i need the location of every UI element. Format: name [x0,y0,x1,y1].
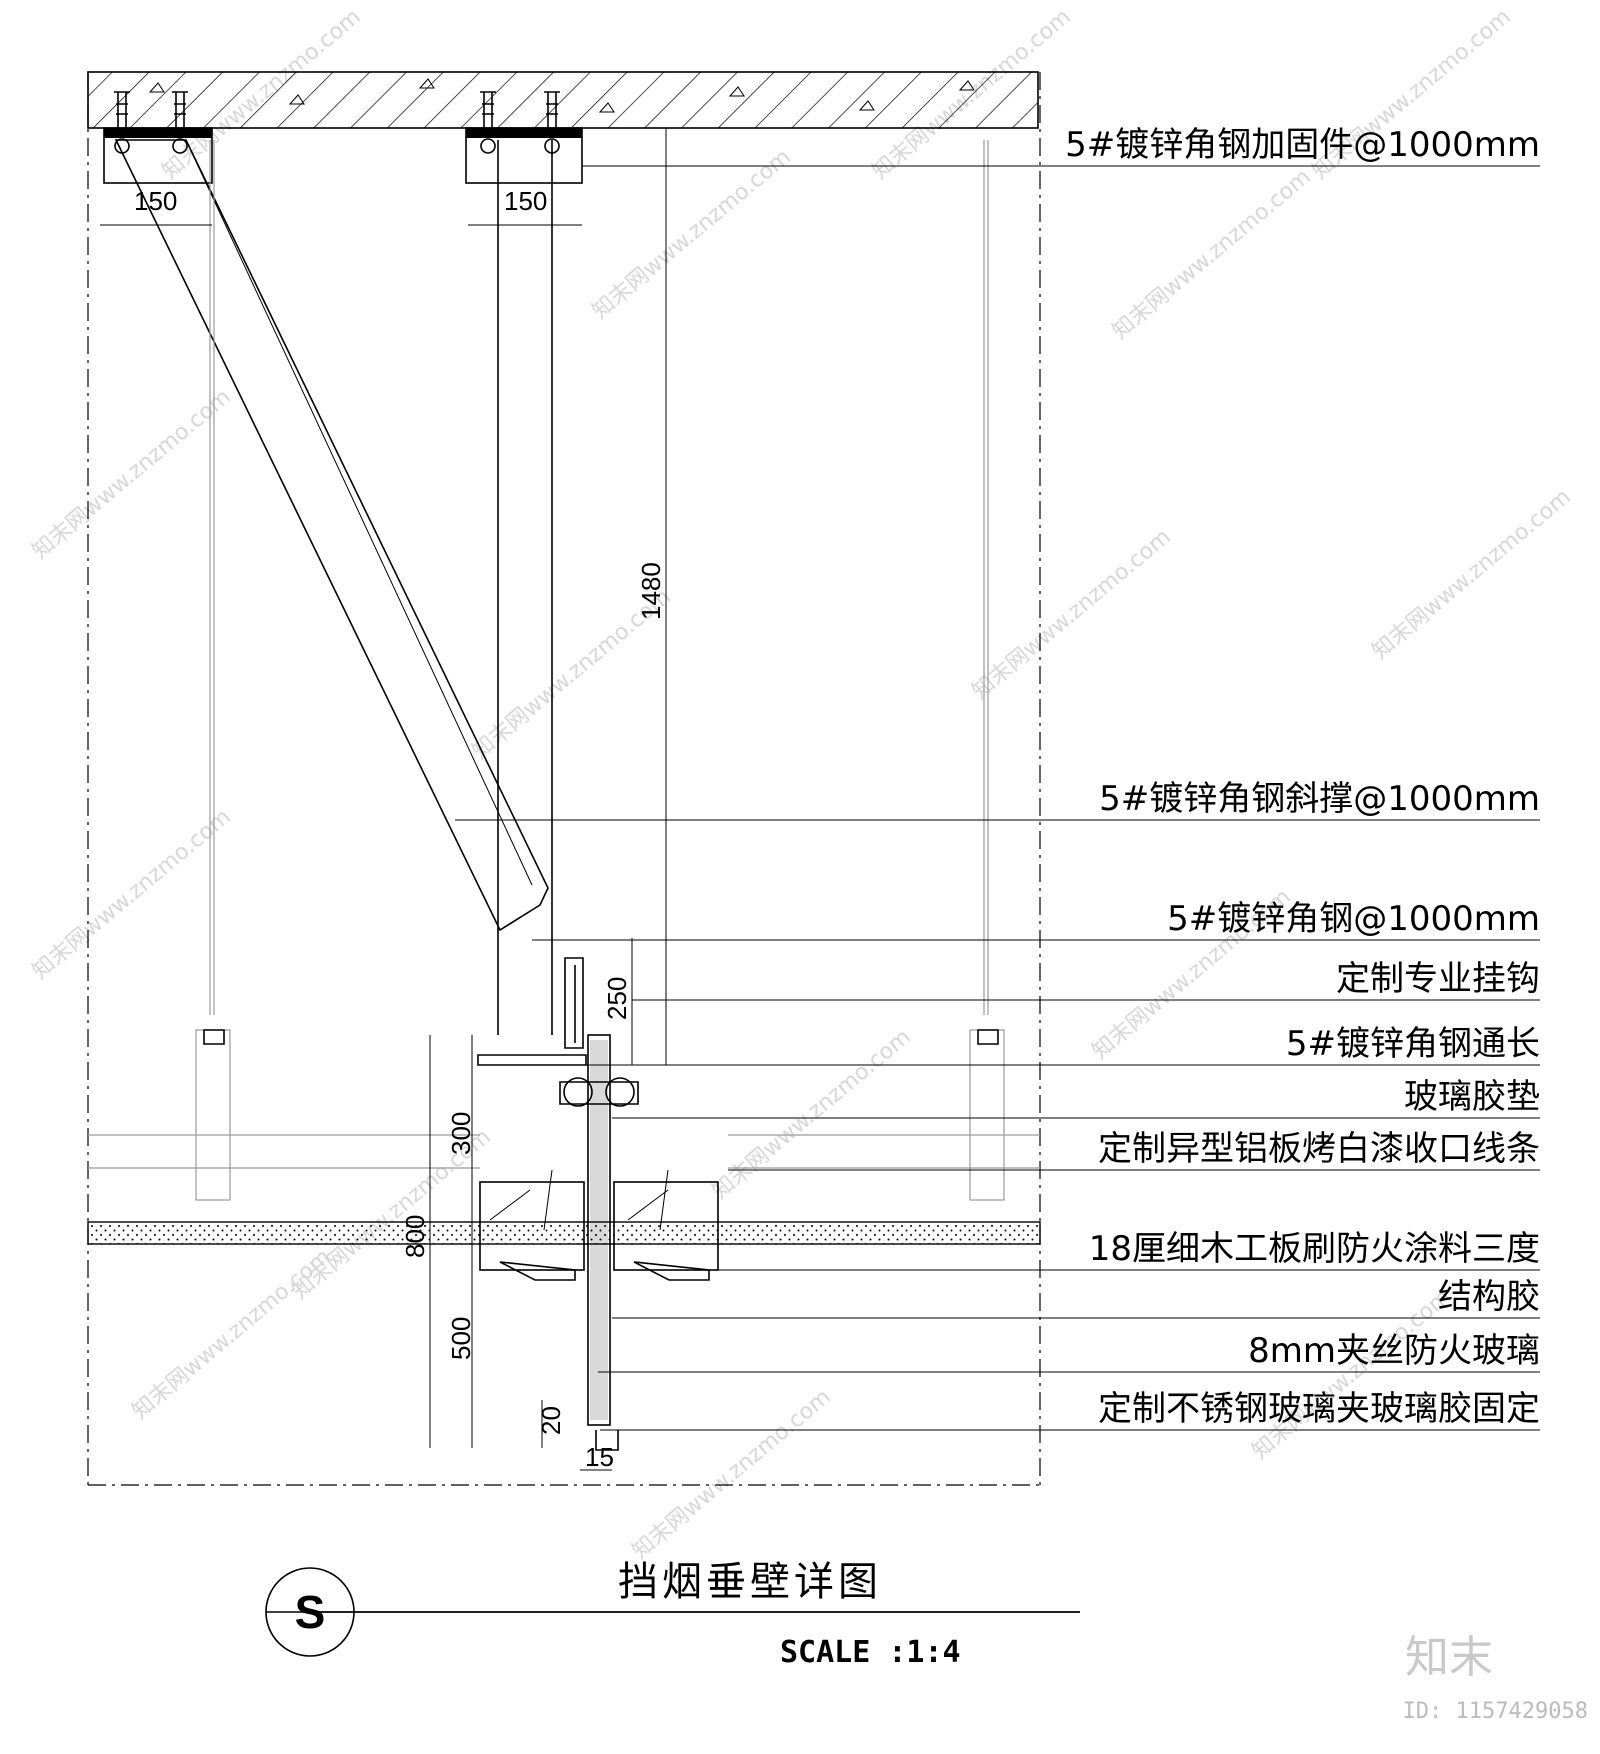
label-aluminum-trim: 定制异型铝板烤白漆收口线条 [1098,1129,1540,1169]
watermark-text: 知末网www.znzmo.com [28,804,236,984]
dim-250: 250 [602,977,632,1020]
glass-assembly [477,957,719,1451]
label-glass-gasket: 玻璃胶垫 [1404,1077,1540,1117]
dimension-lines [100,128,667,1471]
drawing-scale: SCALE :1:4 [780,1635,961,1670]
watermark-text: 知末网www.znzmo.com [1248,1284,1456,1464]
ceiling-lines [87,1134,1041,1245]
title-block: S 挡烟垂壁详图 SCALE :1:4 [265,1559,1080,1670]
watermark-text: 知末网www.znzmo.com [1368,484,1576,664]
label-glass-clamp: 定制不锈钢玻璃夹玻璃胶固定 [1098,1389,1540,1429]
label-angle-steel: 5#镀锌角钢@1000mm [1167,899,1540,939]
watermark-text: 知末网www.znzmo.com [628,1384,836,1564]
label-diagonal-brace: 5#镀锌角钢斜撑@1000mm [1099,779,1540,819]
dim-15: 15 [585,1442,614,1472]
dimension-texts: 150 150 1480 250 300 800 500 20 15 [134,186,666,1472]
section-symbol-letter: S [295,1586,326,1638]
label-fire-glass: 8mm夹丝防火玻璃 [1248,1331,1540,1371]
label-hook: 定制专业挂钩 [1336,959,1540,999]
watermark-text: 知末网www.znzmo.com [968,524,1176,704]
drawing-title: 挡烟垂壁详图 [618,1559,882,1605]
label-reinforcement: 5#镀锌角钢加固件@1000mm [1065,125,1540,165]
watermark-logo-text: 知末 [1405,1632,1493,1683]
watermark-text: 知末网www.znzmo.com [708,1024,916,1204]
dim-300: 300 [446,1112,476,1155]
watermark-text: 知末网www.znzmo.com [128,1244,336,1424]
dim-800: 800 [400,1215,430,1258]
diagonal-brace [114,139,549,932]
watermark-text: 知末网www.znzmo.com [28,384,236,564]
dim-1480: 1480 [636,562,666,620]
section-frame [87,72,1041,1486]
leader-lines [455,165,1540,1431]
dim-20: 20 [536,1406,566,1435]
watermark-id: ID: 1157429058 [1403,1699,1588,1724]
watermark-text: 知末网www.znzmo.com [588,144,796,324]
label-blockboard: 18厘细木工板刷防火涂料三度 [1089,1229,1540,1269]
concrete-slab [87,71,1039,129]
watermark-logo: 知末 ID: 1157429058 [1403,1632,1588,1724]
label-structural-glue: 结构胶 [1438,1277,1540,1317]
label-angle-steel-full: 5#镀锌角钢通长 [1286,1024,1540,1064]
watermark-text: 知末网www.znzmo.com [1108,164,1316,344]
anchor-bolts [103,91,583,184]
dim-150-left: 150 [134,186,177,216]
dim-150-right: 150 [504,186,547,216]
callout-labels: 5#镀锌角钢加固件@1000mm 5#镀锌角钢斜撑@1000mm 5#镀锌角钢@… [1065,125,1540,1429]
vertical-members [195,140,1005,1201]
dim-500: 500 [446,1317,476,1360]
